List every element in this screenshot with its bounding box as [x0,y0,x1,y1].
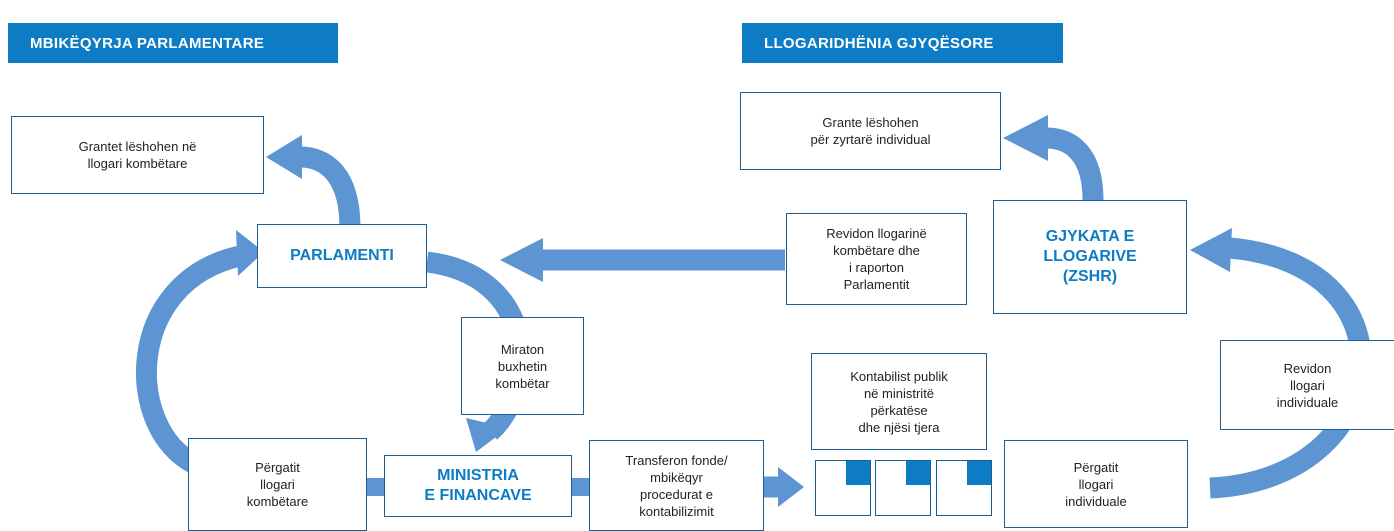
box-grants-national-label: Grantet lëshohen në llogari kombëtare [78,139,197,171]
box-public-accountants: Kontabilist publik në ministritë përkatë… [811,353,987,450]
header-judicial-accountability-label: LLOGARIDHËNIA GJYQËSORE [764,34,994,52]
arrowhead-tiles [778,467,804,507]
box-audits-individual: Revidon llogari individuale [1220,340,1394,430]
box-approves-budget: Miraton buxhetin kombëtar [461,317,584,415]
ledger-tile-icon [936,460,992,516]
box-prepares-individual: Përgatit llogari individuale [1004,440,1188,528]
ledger-tile-corner [967,461,991,485]
box-grants-national: Grantet lëshohen në llogari kombëtare [11,116,264,194]
ledger-tile-icon [875,460,931,516]
box-audits-individual-label: Revidon llogari individuale [1276,360,1339,410]
box-approves-budget-label: Miraton buxhetin kombëtar [495,341,550,391]
arrowhead-ministria [466,418,508,452]
box-ministry-of-finance-label: MINISTRIA E FINANCAVE [424,467,532,504]
box-ministry-of-finance: MINISTRIA E FINANCAVE [384,455,572,517]
box-audits-national-label: Revidon llogarinë kombëtare dhe i raport… [826,226,927,292]
ledger-tile-corner [906,461,930,485]
box-transfers-funds: Transferon fonde/ mbikëqyr procedurat e … [589,440,764,531]
arrowhead-grante [1003,115,1048,161]
box-prepares-national-label: Përgatit llogari kombëtare [246,460,309,509]
box-parliament: PARLAMENTI [257,224,427,288]
arrowhead-parlamenti-left [236,230,264,276]
box-public-accountants-label: Kontabilist publik në ministritë përkatë… [850,368,948,435]
arrow-zshr-to-grante [1045,127,1104,201]
arrowhead-parlamenti-right [500,238,543,282]
connector-ministria-transferon [572,478,589,496]
arrow-pergatit-to-parlamenti [136,245,243,474]
arrowhead-zshr-right [1190,228,1232,272]
box-prepares-individual-label: Përgatit llogari individuale [1065,459,1127,509]
ledger-tile-corner [846,461,870,485]
box-court-of-audit: GJYKATA E LLOGARIVE (ZSHR) [993,200,1187,314]
ledger-tile-icon [815,460,871,516]
box-parliament-label: PARLAMENTI [290,247,394,264]
header-parliamentary-oversight-label: MBIKËQYRJA PARLAMENTARE [30,34,265,52]
box-prepares-national: Përgatit llogari kombëtare [188,438,367,531]
box-transfers-funds-label: Transferon fonde/ mbikëqyr procedurat e … [625,452,728,519]
header-parliamentary-oversight: MBIKËQYRJA PARLAMENTARE [8,23,338,63]
arrow-parlamenti-to-grantet [299,146,361,229]
box-court-of-audit-label: GJYKATA E LLOGARIVE (ZSHR) [1043,228,1137,285]
box-grants-individual-label: Grante lëshohen për zyrtarë individual [810,115,931,147]
connector-pergatit-ministria [367,478,384,496]
header-judicial-accountability: LLOGARIDHËNIA GJYQËSORE [742,23,1063,63]
arrowhead-grantet [266,135,302,179]
box-grants-individual: Grante lëshohen për zyrtarë individual [740,92,1001,170]
box-audits-national: Revidon llogarinë kombëtare dhe i raport… [786,213,967,305]
